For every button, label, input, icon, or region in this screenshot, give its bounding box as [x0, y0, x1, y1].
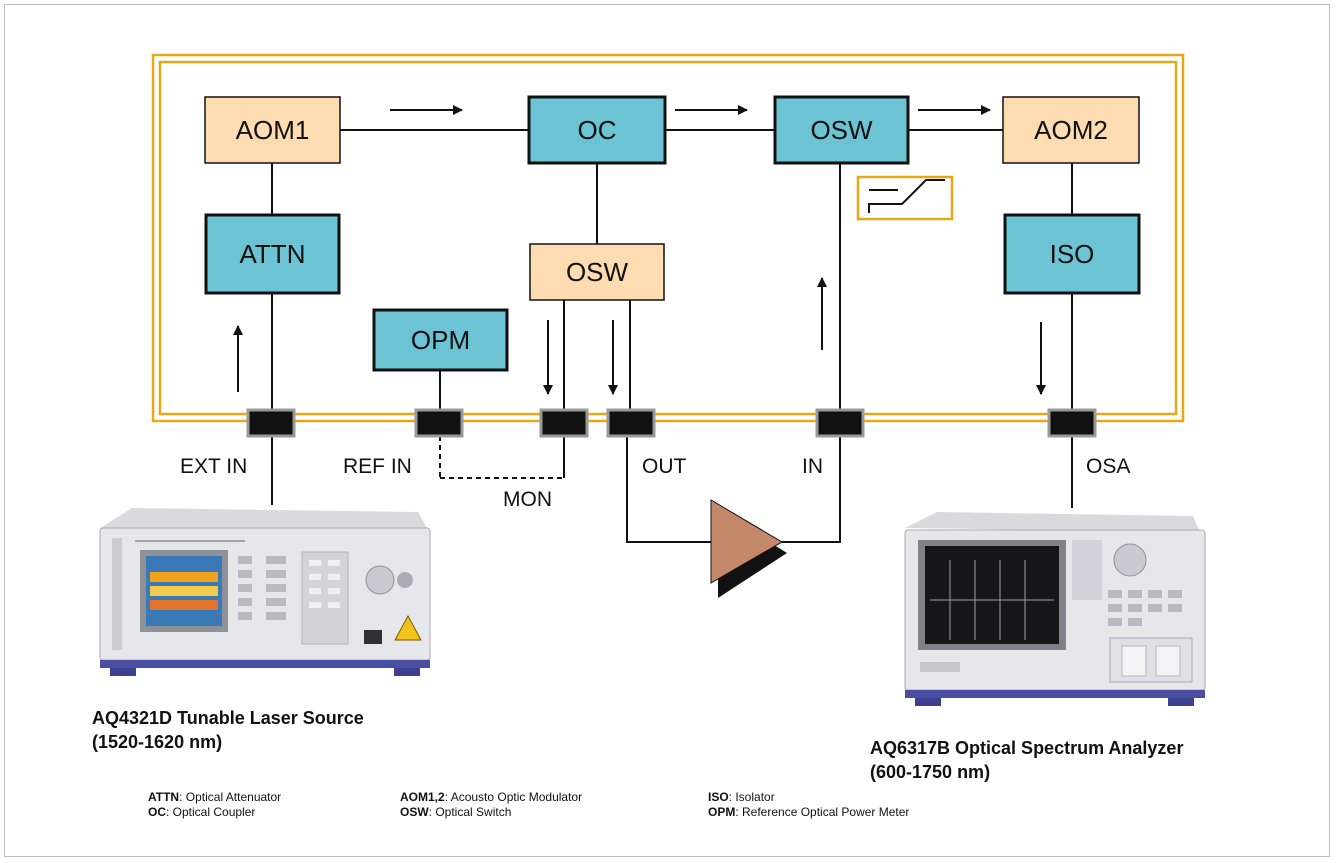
- ref-in-connector: [414, 408, 464, 438]
- attn-label: ATTN: [240, 239, 306, 269]
- optical-spectrum-analyzer-image: [904, 512, 1206, 706]
- legend-item: OPM: Reference Optical Power Meter: [708, 805, 910, 819]
- osa-caption-range: (600-1750 nm): [870, 762, 991, 782]
- oc-block: OC: [527, 95, 667, 165]
- legend-column-3: ISO: Isolator OPM: Reference Optical Pow…: [708, 790, 909, 820]
- osw-top-block: OSW: [773, 95, 910, 165]
- aom1-block: AOM1: [204, 96, 341, 164]
- osa-caption: AQ6317B Optical Spectrum Analyzer (600-1…: [870, 736, 1183, 784]
- in-label: IN: [802, 455, 823, 478]
- legend-item: OSW: Optical Switch: [400, 805, 512, 819]
- enclosure-frame: [151, 53, 1185, 423]
- ref-in-label: REF IN: [343, 455, 412, 478]
- out-connector: [606, 408, 656, 438]
- ext-in-label: EXT IN: [180, 455, 247, 478]
- osa-label: OSA: [1086, 455, 1130, 478]
- opm-label: OPM: [411, 325, 470, 355]
- opm-block: OPM: [372, 308, 509, 372]
- aom2-block: AOM2: [1002, 96, 1140, 164]
- osa-caption-title: AQ6317B Optical Spectrum Analyzer: [870, 738, 1184, 758]
- ext-in-connector: [246, 408, 296, 438]
- fiber-lines: [271, 129, 1073, 543]
- legend-column-1: ATTN: Optical Attenuator OC: Optical Cou…: [148, 790, 281, 820]
- legend-item: ISO: Isolator: [708, 790, 775, 804]
- laser-caption-range: (1520-1620 nm): [92, 732, 223, 752]
- attn-block: ATTN: [204, 213, 341, 295]
- aom2-label: AOM2: [1034, 115, 1108, 145]
- in-connector: [815, 408, 865, 438]
- port-connectors: [246, 408, 1097, 438]
- legend-item: ATTN: Optical Attenuator: [148, 790, 282, 804]
- osw-mid-block: OSW: [529, 243, 665, 301]
- osw-top-label: OSW: [810, 115, 873, 145]
- page-border: [4, 4, 1330, 857]
- osa-connector: [1047, 408, 1097, 438]
- oc-label: OC: [578, 115, 617, 145]
- legend-item: AOM1,2: Acousto Optic Modulator: [400, 790, 583, 804]
- laser-caption-title: AQ4321D Tunable Laser Source: [92, 708, 364, 728]
- mon-connector: [539, 408, 589, 438]
- aom1-label: AOM1: [236, 115, 310, 145]
- iso-label: ISO: [1050, 239, 1095, 269]
- tunable-laser-source-image: [99, 508, 431, 676]
- out-label: OUT: [642, 455, 687, 478]
- osw-mid-label: OSW: [566, 257, 629, 287]
- direction-arrows: [233, 105, 1046, 395]
- switch-symbol-icon: [856, 175, 954, 221]
- amplifier-icon: [710, 499, 787, 598]
- laser-caption: AQ4321D Tunable Laser Source (1520-1620 …: [92, 706, 364, 754]
- iso-block: ISO: [1003, 213, 1141, 295]
- legend-item: OC: Optical Coupler: [148, 805, 256, 819]
- mon-label: MON: [503, 488, 552, 511]
- legend-column-2: AOM1,2: Acousto Optic Modulator OSW: Opt…: [400, 790, 582, 820]
